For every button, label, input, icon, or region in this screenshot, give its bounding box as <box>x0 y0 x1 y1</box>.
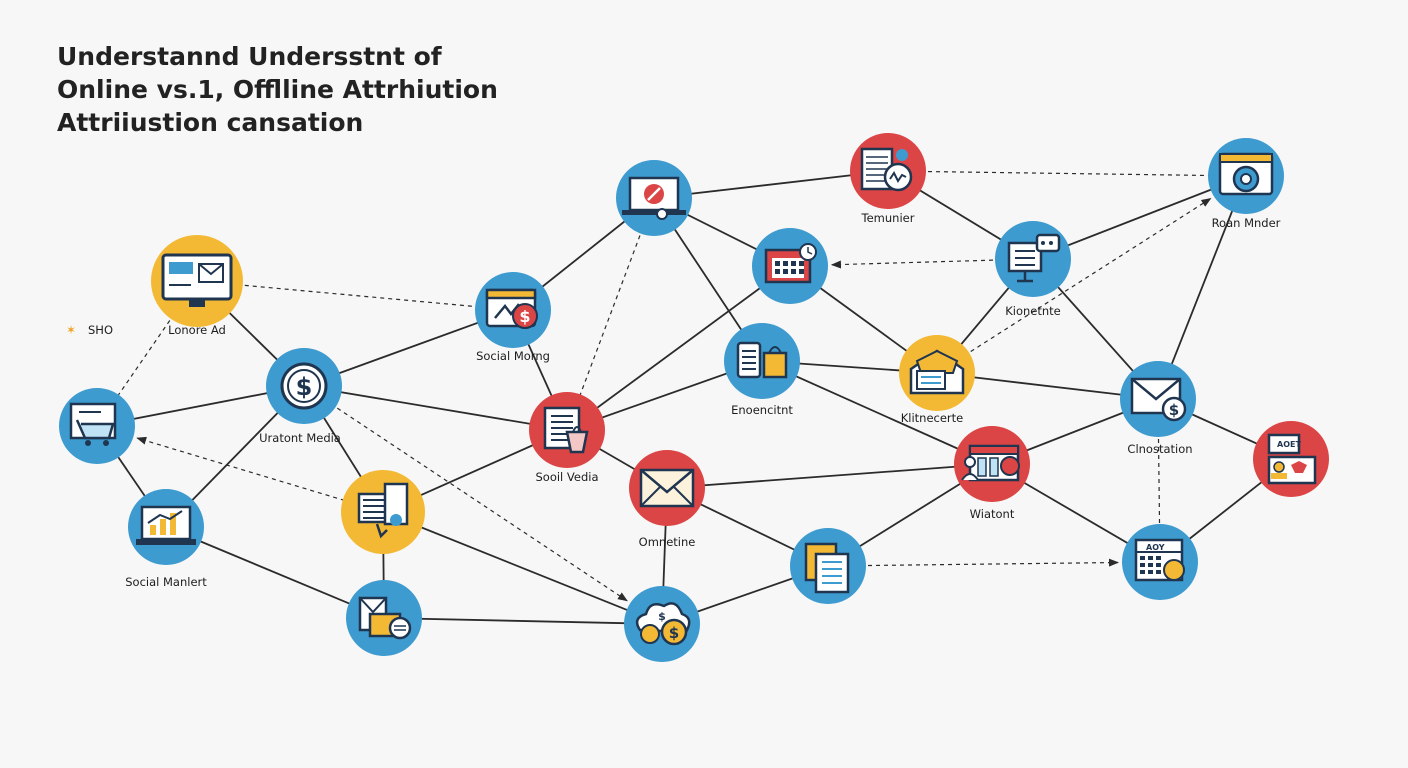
node-cloud-money[interactable]: $$ <box>624 586 700 662</box>
node-enoencitnt[interactable] <box>724 323 800 399</box>
edge-uratont-media-to-cloud-money <box>303 385 628 602</box>
node-circle <box>724 323 800 399</box>
node-doc-yellow[interactable] <box>341 470 425 554</box>
node-label-kionetnte: Kionetnte <box>1005 304 1061 318</box>
node-kionetnte[interactable] <box>995 221 1071 297</box>
node-docs-blue[interactable] <box>790 528 866 604</box>
node-label-omnetine: Omnetine <box>639 535 696 549</box>
laptop-target-icon <box>622 176 686 220</box>
side-marker-label: SHO <box>88 323 113 337</box>
shopping-bag-document-icon <box>543 406 589 454</box>
node-label-clnostation: Clnostation <box>1127 442 1192 456</box>
edge-browser-top-to-temunier <box>653 170 889 199</box>
mail-document-icon <box>358 596 412 640</box>
document-clipboard-icon <box>357 482 409 539</box>
shopping-cart-icon <box>69 402 117 446</box>
node-cart[interactable] <box>59 388 135 464</box>
node-temunier[interactable] <box>850 133 926 209</box>
edge-roan-mnder-to-clnostation <box>1157 175 1247 400</box>
sparkle-icon: ✶ <box>66 323 76 337</box>
edge-sooil-vedia-to-calendar-red <box>566 265 791 431</box>
phone-shopping-icon <box>736 341 788 379</box>
node-lonore-ad[interactable] <box>151 235 243 327</box>
title-line-2: Online vs.1, Offlline Attrhiution <box>57 75 498 104</box>
node-uratont-media[interactable]: $ <box>266 348 342 424</box>
page-title: Understannd Undersstnt of Online vs.1, O… <box>57 40 577 139</box>
id-card-icon <box>1267 433 1317 485</box>
bar-chart-laptop-icon <box>136 505 196 545</box>
node-badge: AOY <box>1146 543 1165 552</box>
browser-dollar-icon: $ <box>485 288 538 329</box>
node-badge: AOET <box>1277 440 1301 449</box>
title-line-1: Understannd Undersstnt of <box>57 42 442 71</box>
node-label-social-manlert: Social Manlert <box>125 575 207 589</box>
cloud-dollar-icon: $$ <box>635 602 691 646</box>
edge-kionetnte-to-roan-mnder <box>1032 175 1247 260</box>
node-omnetine[interactable] <box>629 450 705 526</box>
svg-text:$: $ <box>669 624 679 642</box>
edge-doc-yellow-to-cloud-money <box>382 511 663 625</box>
edge-docs-blue-to-aoy-cal <box>827 558 1120 567</box>
edge-enoencitnt-to-wiatont <box>761 360 993 465</box>
calendar-clock-icon <box>764 243 817 284</box>
node-social-manlert[interactable] <box>128 489 204 565</box>
node-browser-top[interactable] <box>616 160 692 236</box>
documents-icon <box>804 542 850 594</box>
side-marker: ✶ SHO <box>66 323 113 337</box>
node-clnostation[interactable]: $ <box>1120 361 1196 437</box>
node-aoy-cal[interactable]: AOY <box>1122 524 1198 600</box>
chat-monitor-icon <box>1007 233 1061 283</box>
node-label-temunier: Temunier <box>861 211 915 225</box>
edge-lonore-ad-to-social-morng <box>196 280 514 311</box>
node-klitnecerte[interactable] <box>899 335 975 411</box>
edge-browser-top-to-sooil-vedia <box>566 197 655 431</box>
node-label-enoencitnt: Enoencitnt <box>731 403 793 417</box>
node-label-social-morng: Social Morng <box>476 349 550 363</box>
node-label-uratont-media: Uratont Media <box>259 431 341 445</box>
edge-uratont-media-to-sooil-vedia <box>303 385 568 431</box>
svg-text:$: $ <box>519 307 530 326</box>
svg-text:$: $ <box>296 373 313 401</box>
envelope-dollar-icon: $ <box>1130 377 1187 422</box>
node-aoet-card[interactable]: AOET <box>1253 421 1329 497</box>
open-envelope-icon <box>909 349 965 395</box>
envelope-icon <box>639 468 695 508</box>
node-label-roan-mnder: Roan Mnder <box>1212 216 1281 230</box>
svg-text:$: $ <box>658 610 666 623</box>
node-calendar-red[interactable] <box>752 228 828 304</box>
display-gear-icon <box>1218 152 1274 196</box>
calendar-dollar-icon <box>1134 538 1185 582</box>
node-label-klitnecerte: Klitnecerte <box>901 411 964 425</box>
node-wiatont[interactable] <box>954 426 1030 502</box>
store-person-icon <box>961 444 1020 482</box>
title-line-3: Attriiustion cansation <box>57 108 364 137</box>
node-roan-mnder[interactable] <box>1208 138 1284 214</box>
node-label-sooil-vedia: Sooil Vedia <box>535 470 598 484</box>
edge-klitnecerte-to-roan-mnder <box>936 198 1212 374</box>
node-label-wiatont: Wiatont <box>970 507 1015 521</box>
edge-mail-bottom-to-cloud-money <box>383 617 663 625</box>
edge-omnetine-to-wiatont <box>666 463 993 489</box>
node-label-lonore-ad: Lonore Ad <box>168 323 226 337</box>
node-sooil-vedia[interactable] <box>529 392 605 468</box>
node-social-morng[interactable]: $ <box>475 272 551 348</box>
svg-text:$: $ <box>1169 401 1179 419</box>
edge-doc-yellow-to-cart <box>136 436 384 513</box>
monitor-email-icon <box>161 253 233 307</box>
node-mail-bottom[interactable] <box>346 580 422 656</box>
search-report-icon <box>860 147 913 192</box>
edge-social-manlert-to-mail-bottom <box>165 526 385 619</box>
edge-temunier-to-roan-mnder <box>887 170 1247 177</box>
dollar-coin-icon: $ <box>280 362 328 410</box>
